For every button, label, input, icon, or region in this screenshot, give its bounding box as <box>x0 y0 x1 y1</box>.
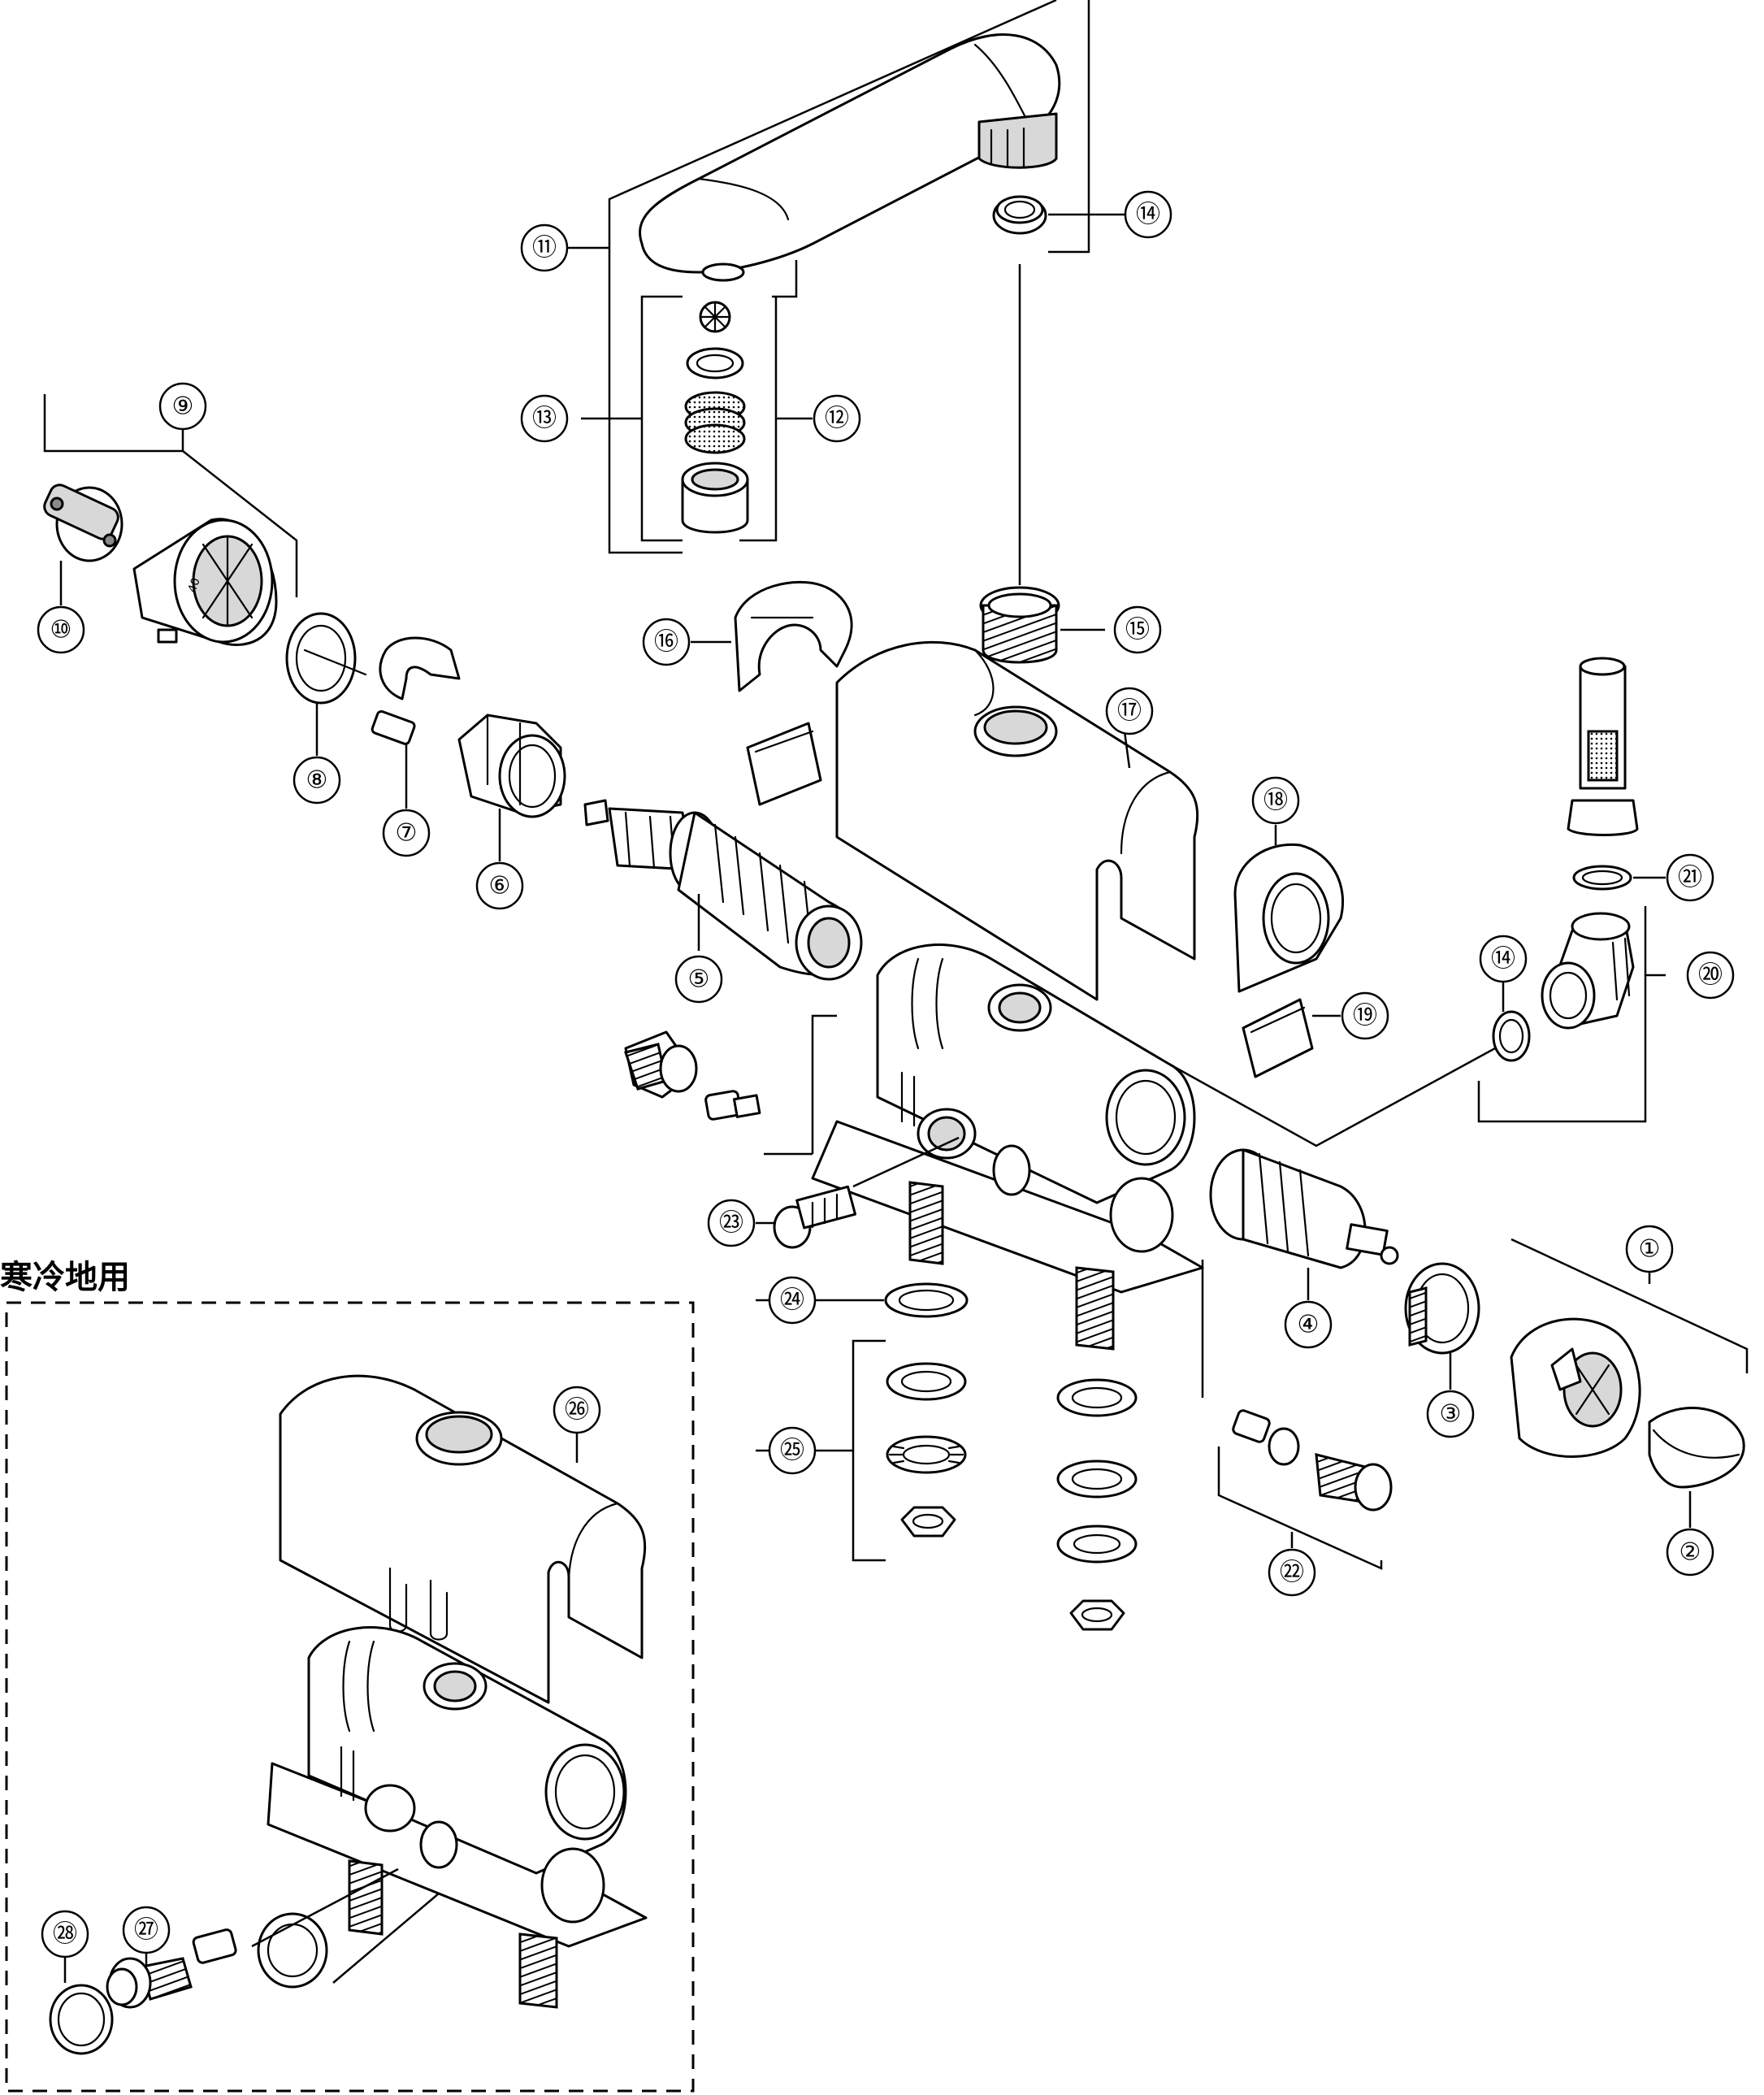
svg-text:②: ② <box>1679 1538 1701 1567</box>
svg-text:①: ① <box>1639 1235 1661 1264</box>
svg-text:㉔: ㉔ <box>780 1286 804 1315</box>
callout-22: ㉒ <box>1268 1548 1316 1597</box>
pin-icon <box>704 1090 761 1121</box>
svg-text:⑰: ⑰ <box>1117 697 1142 726</box>
svg-text:⑮: ⑮ <box>1125 616 1150 644</box>
star-icon <box>699 301 731 333</box>
svg-text:⑱: ⑱ <box>1263 787 1288 815</box>
svg-text:⑫: ⑫ <box>825 405 849 433</box>
svg-text:④: ④ <box>1298 1311 1320 1339</box>
callout-26: ㉖ <box>553 1386 601 1434</box>
drain-valve-27-icon <box>106 1928 237 2009</box>
aerator-stack <box>681 301 749 534</box>
nut-icon <box>457 714 566 818</box>
plug-icon <box>624 1030 698 1099</box>
callout-6: ⑥ <box>475 861 524 910</box>
svg-text:③: ③ <box>1440 1400 1462 1429</box>
callout-9: ⑨ <box>158 382 207 431</box>
callout-3: ③ <box>1426 1390 1475 1438</box>
svg-text:⑧: ⑧ <box>306 766 328 795</box>
drain-screw-icon <box>773 1185 857 1249</box>
washer-stack-right <box>1056 1378 1138 1631</box>
callout-5: ⑤ <box>674 955 723 1004</box>
ring-icon <box>285 612 367 705</box>
cold-region-box <box>5 1301 695 2093</box>
callout-7: ⑦ <box>382 809 431 857</box>
callout-11: ⑪ <box>520 223 569 272</box>
callout-28: ㉘ <box>41 1910 89 1958</box>
nut-3-icon <box>1404 1262 1480 1355</box>
cap-2-icon <box>1648 1407 1745 1489</box>
clip-18-icon <box>1233 843 1345 1078</box>
svg-text:⑦: ⑦ <box>396 819 418 848</box>
washer-icon <box>992 195 1047 235</box>
callout-8: ⑧ <box>293 756 341 805</box>
svg-text:⑯: ⑯ <box>654 628 678 657</box>
svg-text:㉘: ㉘ <box>53 1920 77 1949</box>
svg-text:⑭: ⑭ <box>1491 945 1515 974</box>
callout-4: ④ <box>1284 1300 1333 1349</box>
svg-text:⑭: ⑭ <box>1136 201 1160 229</box>
callout-23: ㉓ <box>707 1199 756 1247</box>
callout-21: ㉑ <box>1666 853 1714 902</box>
dial-mark: 40 <box>186 576 203 594</box>
valve-cartridge-4-icon <box>1209 1148 1399 1269</box>
svg-text:㉕: ㉕ <box>780 1437 804 1465</box>
svg-text:⑲: ⑲ <box>1353 1002 1377 1030</box>
svg-text:⑪: ⑪ <box>532 234 557 262</box>
callout-14b: ⑭ <box>1479 935 1528 983</box>
svg-text:⑬: ⑬ <box>532 405 557 433</box>
handle-1-icon <box>1510 1317 1641 1458</box>
body-cover-26 <box>279 1374 647 1704</box>
spout-icon <box>639 33 1061 282</box>
callout-1: ① <box>1625 1225 1674 1273</box>
svg-text:㉖: ㉖ <box>565 1396 589 1425</box>
callout-27: ㉗ <box>122 1906 171 1954</box>
body-cover-17 <box>835 640 1199 1001</box>
callout-10: ⑩ <box>37 605 85 654</box>
handle-icon: 40 <box>43 484 278 646</box>
svg-text:⑳: ⑳ <box>1698 961 1723 990</box>
cold-region-label: 寒冷地用 <box>0 1259 130 1296</box>
cap-28-icon <box>49 1984 114 2055</box>
fitting-15-icon <box>979 586 1060 664</box>
svg-text:㉑: ㉑ <box>1678 864 1702 892</box>
callout-25: ㉕ <box>768 1426 817 1475</box>
svg-text:㉓: ㉓ <box>719 1209 743 1238</box>
valve-cartridge-icon <box>583 799 863 981</box>
bracket-11b <box>608 0 1057 554</box>
cap-cold-icon <box>257 1912 328 1989</box>
washer-14b-icon <box>1492 1010 1531 1062</box>
callout-16: ⑯ <box>642 618 691 666</box>
callout-12: ⑫ <box>813 394 861 443</box>
faucet-body-icon <box>811 943 1204 1351</box>
svg-text:㉒: ㉒ <box>1280 1559 1304 1587</box>
callout-13: ⑬ <box>520 394 569 443</box>
callout-20: ⑳ <box>1686 951 1735 1000</box>
svg-text:⑨: ⑨ <box>172 393 194 421</box>
callout-14a: ⑭ <box>1124 190 1172 239</box>
faucet-body-cold-icon <box>267 1626 648 2009</box>
callout-24: ㉔ <box>768 1276 817 1325</box>
bracket-11 <box>1048 0 1090 254</box>
valve-22-icon <box>1232 1409 1393 1512</box>
clip-icon <box>371 636 461 745</box>
callout-15: ⑮ <box>1113 605 1162 654</box>
callout-18: ⑱ <box>1251 776 1300 825</box>
callout-2: ② <box>1666 1528 1714 1577</box>
elbow-icon <box>1541 912 1635 1030</box>
svg-text:㉗: ㉗ <box>134 1916 158 1945</box>
callout-17: ⑰ <box>1105 687 1154 735</box>
washer-stack-left <box>884 1282 969 1538</box>
hose-icon <box>1567 657 1639 891</box>
svg-text:⑥: ⑥ <box>489 872 511 900</box>
clip-16-icon <box>734 580 853 806</box>
svg-text:⑤: ⑤ <box>688 965 710 994</box>
callout-19: ⑲ <box>1341 991 1389 1040</box>
svg-text:⑩: ⑩ <box>50 616 72 644</box>
